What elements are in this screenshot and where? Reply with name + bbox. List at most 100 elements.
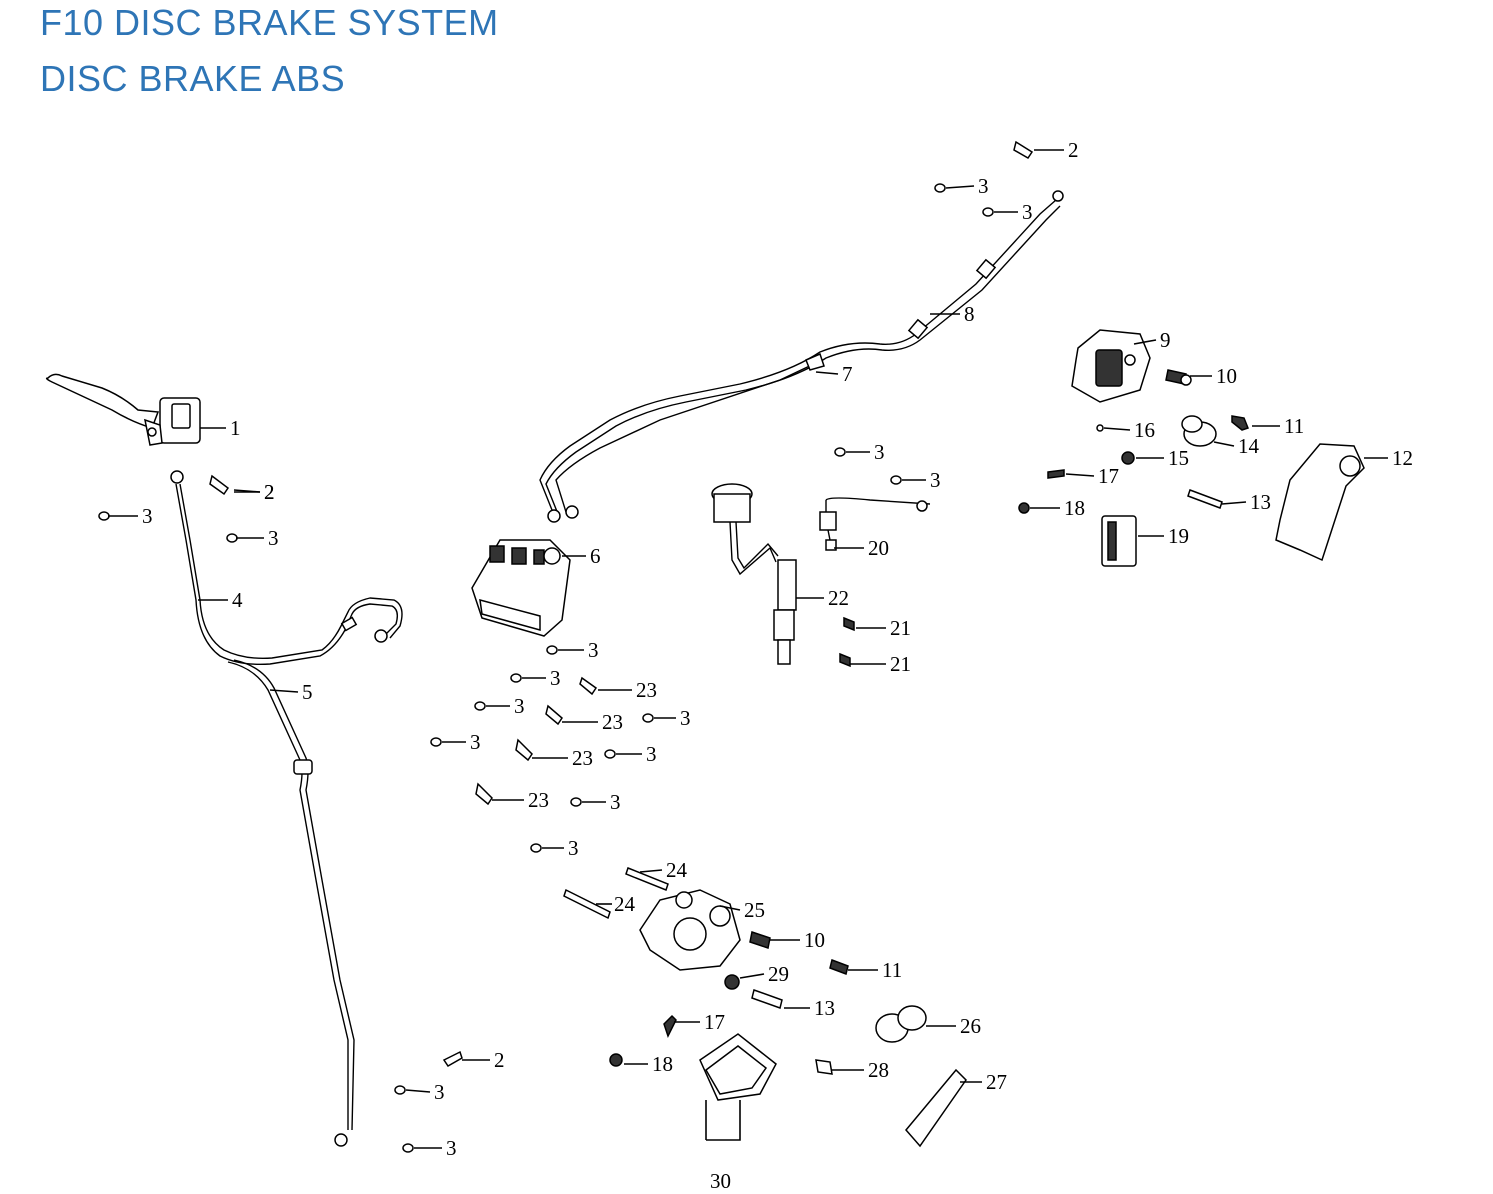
- part-number-label: 27: [986, 1070, 1007, 1094]
- part-number-label: 10: [1216, 364, 1237, 388]
- part-number-label: 3: [568, 836, 579, 860]
- part-number-label: 6: [590, 544, 601, 568]
- part-number-label: 24: [666, 858, 688, 882]
- callout-leader-bracket: [706, 1100, 741, 1141]
- part-number-label: 18: [652, 1052, 673, 1076]
- banjo-bolt-23a: [579, 676, 598, 696]
- part-number-label: 23: [636, 678, 657, 702]
- bleeder-17-upper: [1047, 469, 1065, 479]
- part-number-label: 2: [264, 480, 275, 504]
- part-number-label: 2: [1068, 138, 1079, 162]
- part-number-label: 28: [868, 1058, 889, 1082]
- bolt-13-lower: [751, 989, 783, 1009]
- part-number-label: 3: [446, 1136, 457, 1160]
- rear-brake-hose-assembly: [539, 190, 1064, 523]
- screw-18-lower: [609, 1053, 623, 1067]
- callout-leader-line: [1065, 473, 1095, 477]
- banjo-bolt-23c: [515, 738, 533, 762]
- callout-leader-line: [815, 371, 839, 375]
- part-number-label: 12: [1392, 446, 1413, 470]
- front-brake-hoses: [170, 470, 403, 1147]
- part-number-label: 3: [978, 174, 989, 198]
- part-number-label: 23: [528, 788, 549, 812]
- bolt-28: [815, 1059, 833, 1075]
- page-subtitle: DISC BRAKE ABS: [40, 58, 346, 99]
- screw-21b: [839, 652, 851, 668]
- callout-leader-line: [1103, 427, 1131, 431]
- rear-master-cylinder-22: [711, 483, 797, 665]
- pin-24b: [563, 888, 611, 920]
- part-number-label: 11: [1284, 414, 1304, 438]
- part-number-label: 21: [890, 652, 911, 676]
- part-number-label: 3: [434, 1080, 445, 1104]
- part-number-label: 2: [264, 480, 275, 504]
- part-number-label: 13: [814, 996, 835, 1020]
- part-number-label: 7: [842, 362, 853, 386]
- washer-16: [1096, 424, 1104, 432]
- front-caliper-25: [639, 889, 741, 971]
- abs-modulator: [471, 539, 571, 637]
- screw-18-upper: [1018, 502, 1030, 514]
- callout-leader-line: [1133, 339, 1157, 345]
- part-number-label: 15: [1168, 446, 1189, 470]
- part-number-label: 3: [1022, 200, 1033, 224]
- bleeder-17-lower: [663, 1014, 677, 1038]
- screw-11-upper: [1231, 415, 1249, 431]
- part-number-label: 23: [572, 746, 593, 770]
- bolt-13-upper: [1187, 489, 1223, 509]
- nut-15: [1121, 451, 1135, 465]
- bolt-10-lower: [749, 931, 771, 949]
- banjo-bolt-23b: [545, 704, 563, 726]
- part-number-label: 3: [268, 526, 279, 550]
- brake-pads-19: [1101, 515, 1137, 567]
- callout-leader-line: [639, 869, 663, 873]
- nut-29: [724, 974, 740, 990]
- part-number-label: 30: [710, 1169, 731, 1193]
- part-number-label: 3: [646, 742, 657, 766]
- part-number-label: 2: [494, 1048, 505, 1072]
- callout-leader-line: [1221, 501, 1247, 505]
- part-number-label: 3: [142, 504, 153, 528]
- bushing-14: [1181, 415, 1217, 447]
- part-number-label: 3: [588, 638, 599, 662]
- part-number-label: 3: [514, 694, 525, 718]
- part-number-label: 1: [230, 416, 241, 440]
- part-number-label: 19: [1168, 524, 1189, 548]
- callout-leader-line: [405, 1089, 431, 1093]
- part-number-label: 5: [302, 680, 313, 704]
- part-number-label: 29: [768, 962, 789, 986]
- part-number-label: 9: [1160, 328, 1171, 352]
- banjo-bolt-23d: [475, 782, 493, 806]
- part-number-label: 13: [1250, 490, 1271, 514]
- part-number-label: 22: [828, 586, 849, 610]
- callout-leader-line: [269, 689, 299, 693]
- bushings-26: [875, 1005, 927, 1043]
- part-number-label: 11: [882, 958, 902, 982]
- part-number-label: 3: [680, 706, 691, 730]
- callout-leader-line: [1213, 441, 1235, 447]
- rear-caliper: [1071, 329, 1151, 403]
- part-number-label: 3: [930, 468, 941, 492]
- banjo-bolt-2c: [442, 1050, 463, 1067]
- page-title: F10 DISC BRAKE SYSTEM: [40, 2, 499, 43]
- part-number-label: 26: [960, 1014, 981, 1038]
- part-number-label: 10: [804, 928, 825, 952]
- callout-leader-line: [739, 973, 765, 979]
- part-number-label: 17: [704, 1010, 725, 1034]
- part-number-label: 24: [614, 892, 636, 916]
- caliper-bracket-27: [905, 1068, 967, 1148]
- front-pads-30: [699, 1033, 777, 1101]
- part-number-label: 14: [1238, 434, 1260, 458]
- washers-3: [98, 183, 994, 1153]
- callout-leader-line: [719, 905, 741, 911]
- banjo-bolt-2a: [209, 474, 230, 496]
- part-number-label: 3: [550, 666, 561, 690]
- part-number-label: 3: [874, 440, 885, 464]
- part-number-label: 25: [744, 898, 765, 922]
- screw-11-lower: [829, 959, 849, 975]
- screw-21a: [843, 616, 855, 632]
- part-number-label: 3: [610, 790, 621, 814]
- banjo-fitting-20: [819, 497, 931, 551]
